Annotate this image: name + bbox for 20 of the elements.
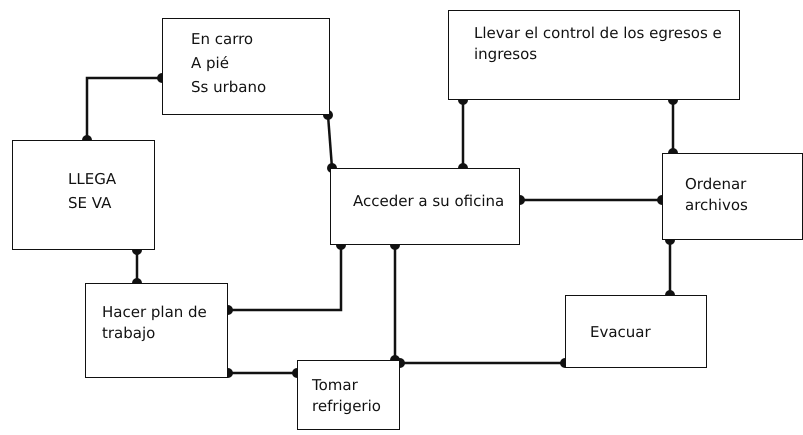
box-text: A pié <box>191 53 229 74</box>
process-box <box>12 140 155 250</box>
box-text: Ss urbano <box>191 77 266 98</box>
box-text: LLEGA <box>68 169 116 190</box>
process-box <box>662 153 803 240</box>
process-box <box>297 360 400 430</box>
connector-line <box>323 110 337 173</box>
box-text: SE VA <box>68 193 112 214</box>
process-box <box>448 10 740 100</box>
process-box <box>162 18 330 115</box>
box-text: Evacuar <box>590 322 651 343</box>
box-text: Ordenar archivos <box>685 174 749 216</box>
box-text: Hacer plan de trabajo <box>102 302 208 344</box>
box-text: Acceder a su oficina <box>353 191 506 212</box>
box-text: Tomar refrigerio <box>312 375 382 417</box>
process-box <box>330 168 520 245</box>
process-box <box>565 295 707 368</box>
process-box <box>85 283 228 378</box>
box-text: Llevar el control de los egresos e ingresos <box>474 23 723 65</box>
box-text: En carro <box>191 29 254 50</box>
